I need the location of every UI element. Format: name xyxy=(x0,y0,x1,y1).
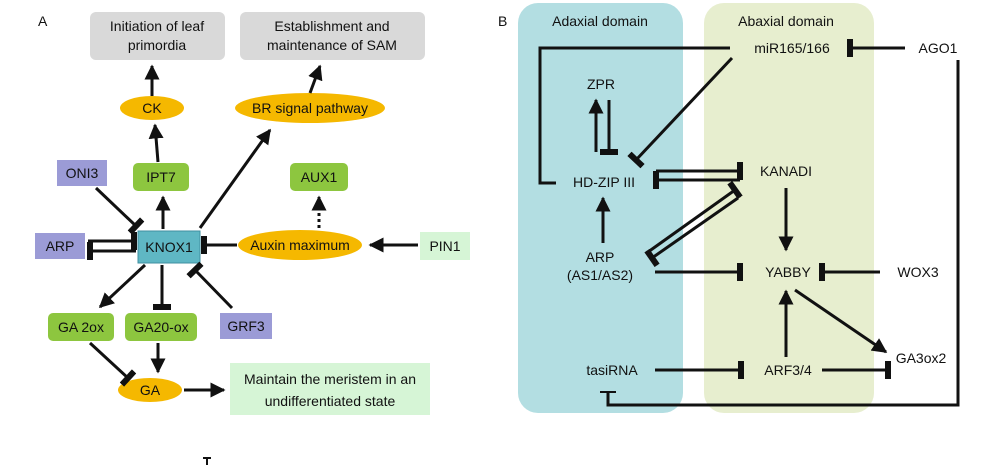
ipt7-label: IPT7 xyxy=(146,169,176,185)
edge-ipt7-ck xyxy=(148,123,164,163)
edge-br-establishment xyxy=(308,64,323,94)
ga2ox-label: GA 2ox xyxy=(58,319,104,335)
tasirna-label: tasiRNA xyxy=(586,362,638,378)
arp-box-a xyxy=(35,233,85,259)
pin1-label: PIN1 xyxy=(429,238,460,254)
abaxial-label: Abaxial domain xyxy=(738,13,834,29)
ga20ox-box xyxy=(125,313,197,341)
arf-label: ARF3/4 xyxy=(764,362,812,378)
initiation-label-2: primordia xyxy=(128,37,187,53)
wox3-label: WOX3 xyxy=(897,264,938,280)
zpr-label: ZPR xyxy=(587,76,615,92)
maintain-label-1: Maintain the meristem in an xyxy=(244,371,416,387)
edge-ago1-tasirna-path xyxy=(606,60,960,407)
edge-ga2ox-ga xyxy=(88,341,137,387)
ck-label: CK xyxy=(142,100,162,116)
arp-label-a: ARP xyxy=(46,238,75,254)
ga3ox2-label: GA3ox2 xyxy=(896,350,947,366)
oni3-label: ONI3 xyxy=(66,165,99,181)
ga-label: GA xyxy=(140,382,161,398)
maintain-label-2: undifferentiated state xyxy=(265,393,396,409)
stray-tee-mark xyxy=(203,457,211,465)
edge-arp-kanadi xyxy=(647,180,743,254)
initiation-box xyxy=(90,12,225,60)
edge-mir-hdzip xyxy=(627,56,734,169)
establishment-box xyxy=(240,12,425,60)
edge-kanadi-arp xyxy=(644,196,739,268)
knox1-label: KNOX1 xyxy=(145,239,193,255)
mir-label: miR165/166 xyxy=(754,40,830,56)
panel-a-label: A xyxy=(38,13,48,29)
arp-label-b-2: (AS1/AS2) xyxy=(567,267,633,283)
edge-oni3-knox1 xyxy=(94,186,145,235)
maintain-box xyxy=(230,363,430,415)
br-node xyxy=(235,93,385,123)
pin1-box xyxy=(420,232,470,260)
edge-yabby-ga3ox2 xyxy=(794,288,888,354)
ck-node xyxy=(120,96,184,120)
grf3-label: GRF3 xyxy=(227,318,265,334)
abaxial-domain xyxy=(704,3,874,413)
hdzip-label: HD-ZIP III xyxy=(573,174,635,190)
establishment-label-1: Establishment and xyxy=(274,18,389,34)
edge-grf3-knox1 xyxy=(186,261,234,310)
aux1-label: AUX1 xyxy=(301,169,338,185)
oni3-box xyxy=(57,160,107,186)
arp-label-b-1: ARP xyxy=(586,249,615,265)
adaxial-label: Adaxial domain xyxy=(552,13,648,29)
aux1-box xyxy=(290,163,348,191)
adaxial-domain xyxy=(518,3,683,413)
auxin-node xyxy=(238,230,362,260)
grf3-box xyxy=(220,313,272,339)
edge-knox1-ga2ox xyxy=(98,263,147,309)
yabby-label: YABBY xyxy=(765,264,811,280)
establishment-label-2: maintenance of SAM xyxy=(267,37,397,53)
br-label: BR signal pathway xyxy=(252,100,368,116)
edge-knox1-br xyxy=(198,128,272,229)
ga2ox-box xyxy=(48,313,114,341)
panel-b-label: B xyxy=(498,13,507,29)
ipt7-box xyxy=(133,163,189,191)
auxin-label: Auxin maximum xyxy=(250,237,350,253)
ga20ox-label: GA20-ox xyxy=(133,319,188,335)
ago1-label: AGO1 xyxy=(919,40,958,56)
knox1-box xyxy=(137,230,201,264)
kanadi-label: KANADI xyxy=(760,163,812,179)
initiation-label-1: Initiation of leaf xyxy=(110,18,204,34)
edge-mir-hdzip-loop xyxy=(538,46,730,185)
